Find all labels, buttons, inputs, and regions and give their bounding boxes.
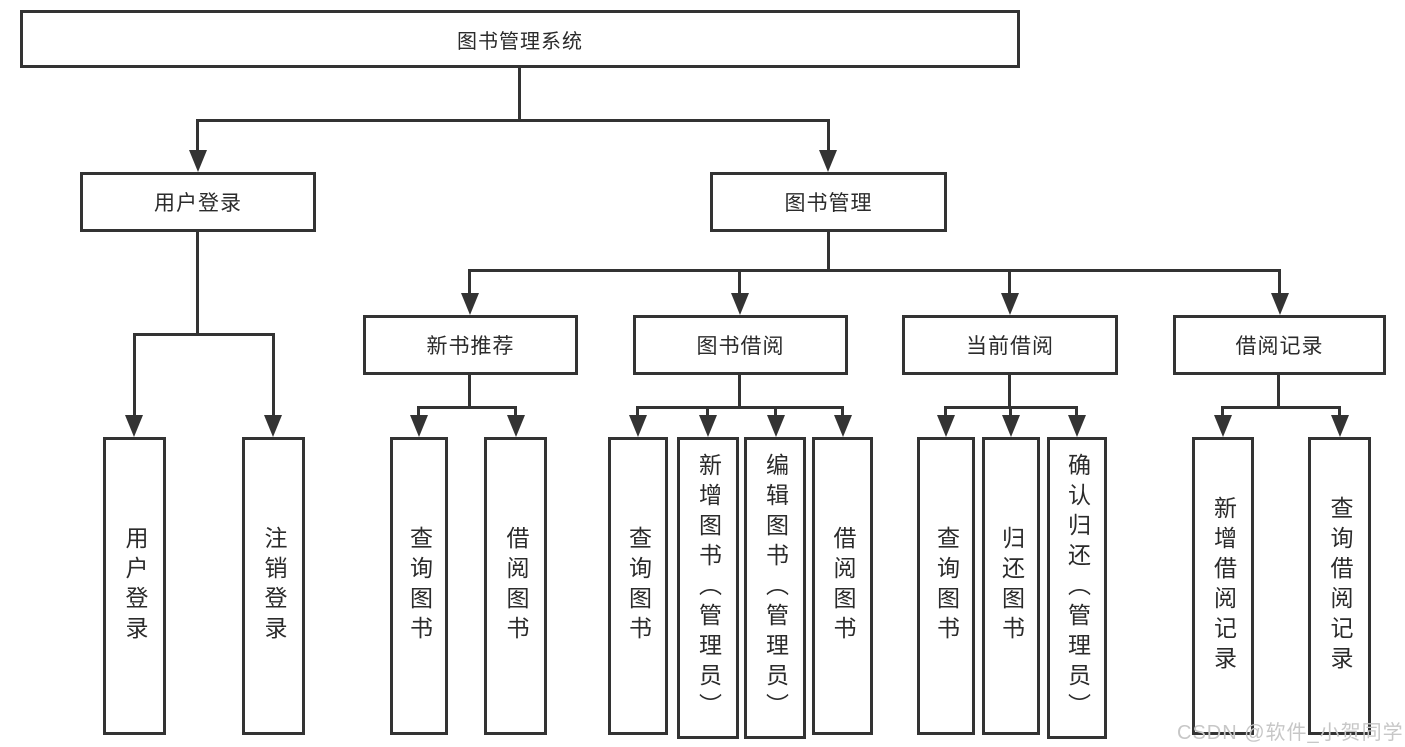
connector-line xyxy=(636,406,844,409)
node-label: 确认归还（管理员） xyxy=(1064,453,1091,723)
node-label: 图书管理 xyxy=(784,192,873,215)
connector-line xyxy=(468,269,1281,272)
arrow-down-icon xyxy=(461,293,479,315)
node-label: 图书管理系统 xyxy=(457,30,583,53)
connector-line xyxy=(1008,269,1011,297)
node-book-borrowing: 图书借阅 xyxy=(633,315,848,375)
connector-line xyxy=(196,232,199,336)
arrow-down-icon xyxy=(189,150,207,172)
connector-line xyxy=(706,406,709,418)
connector-line xyxy=(1221,406,1224,418)
connector-line xyxy=(133,333,136,417)
leaf-query-books-current: 查询图书 xyxy=(917,437,975,735)
node-label: 新增借阅记录 xyxy=(1210,496,1237,676)
connector-line xyxy=(738,269,741,297)
connector-line xyxy=(1009,406,1012,418)
leaf-add-borrow-record: 新增借阅记录 xyxy=(1192,437,1254,735)
connector-line xyxy=(133,333,275,336)
connector-line xyxy=(468,269,471,297)
leaf-return-books: 归还图书 xyxy=(982,437,1040,735)
connector-line xyxy=(514,406,517,418)
connector-line xyxy=(1338,406,1341,418)
connector-line xyxy=(1075,406,1078,418)
arrow-down-icon xyxy=(1214,415,1232,437)
connector-line xyxy=(1008,375,1011,408)
leaf-query-books-borrowing: 查询图书 xyxy=(608,437,668,735)
connector-line xyxy=(468,375,471,408)
leaf-add-books-admin: 新增图书（管理员） xyxy=(677,437,739,739)
leaf-logout: 注销登录 xyxy=(242,437,305,735)
node-label: 查询图书 xyxy=(933,526,960,646)
leaf-confirm-return-admin: 确认归还（管理员） xyxy=(1047,437,1107,739)
connector-line xyxy=(827,119,830,153)
leaf-query-books-recommend: 查询图书 xyxy=(390,437,448,735)
node-label: 查询图书 xyxy=(406,526,433,646)
node-label: 新书推荐 xyxy=(426,335,515,358)
connector-line xyxy=(1221,406,1341,409)
node-label: 新增图书（管理员） xyxy=(695,453,722,723)
arrow-down-icon xyxy=(767,415,785,437)
node-user-login: 用户登录 xyxy=(80,172,316,232)
arrow-down-icon xyxy=(731,293,749,315)
leaf-borrow-books-recommend: 借阅图书 xyxy=(484,437,547,735)
connector-line xyxy=(196,119,830,122)
node-label: 查询借阅记录 xyxy=(1327,496,1353,676)
node-label: 用户登录 xyxy=(154,192,242,215)
node-label: 借阅图书 xyxy=(830,526,856,646)
arrow-down-icon xyxy=(1331,415,1349,437)
node-label: 图书借阅 xyxy=(696,335,785,358)
arrow-down-icon xyxy=(699,415,717,437)
connector-line xyxy=(417,406,420,418)
arrow-down-icon xyxy=(937,415,955,437)
connector-line xyxy=(774,406,777,418)
node-label: 注销登录 xyxy=(261,526,287,646)
node-label: 用户登录 xyxy=(122,526,148,646)
arrow-down-icon xyxy=(1002,415,1020,437)
node-label: 查询图书 xyxy=(625,526,652,646)
connector-line xyxy=(272,333,275,417)
node-label: 编辑图书（管理员） xyxy=(762,453,789,723)
connector-line xyxy=(841,406,844,418)
node-new-book-recommendation: 新书推荐 xyxy=(363,315,578,375)
arrow-down-icon xyxy=(507,415,525,437)
node-label: 借阅记录 xyxy=(1235,335,1324,358)
node-label: 当前借阅 xyxy=(966,335,1054,358)
connector-line xyxy=(518,68,521,121)
arrow-down-icon xyxy=(1271,293,1289,315)
arrow-down-icon xyxy=(819,150,837,172)
leaf-edit-books-admin: 编辑图书（管理员） xyxy=(744,437,806,739)
connector-line xyxy=(636,406,639,418)
node-label: 归还图书 xyxy=(998,526,1025,646)
arrow-down-icon xyxy=(1068,415,1086,437)
arrow-down-icon xyxy=(125,415,143,437)
leaf-user-login: 用户登录 xyxy=(103,437,166,735)
connector-line xyxy=(1278,269,1281,297)
csdn-watermark: CSDN @软件_小贺同学 xyxy=(1177,722,1404,744)
leaf-query-borrow-record: 查询借阅记录 xyxy=(1308,437,1371,735)
node-library-management-system: 图书管理系统 xyxy=(20,10,1020,68)
arrow-down-icon xyxy=(264,415,282,437)
arrow-down-icon xyxy=(410,415,428,437)
leaf-borrow-books: 借阅图书 xyxy=(812,437,873,735)
arrow-down-icon xyxy=(834,415,852,437)
node-borrowing-records: 借阅记录 xyxy=(1173,315,1386,375)
node-label: 借阅图书 xyxy=(503,526,529,646)
arrow-down-icon xyxy=(1001,293,1019,315)
connector-line xyxy=(196,119,199,153)
node-current-borrowing: 当前借阅 xyxy=(902,315,1118,375)
connector-line xyxy=(1277,375,1280,408)
node-book-management: 图书管理 xyxy=(710,172,947,232)
connector-line xyxy=(738,375,741,408)
connector-line xyxy=(827,232,830,272)
connector-line xyxy=(944,406,947,418)
arrow-down-icon xyxy=(629,415,647,437)
connector-line xyxy=(417,406,517,409)
